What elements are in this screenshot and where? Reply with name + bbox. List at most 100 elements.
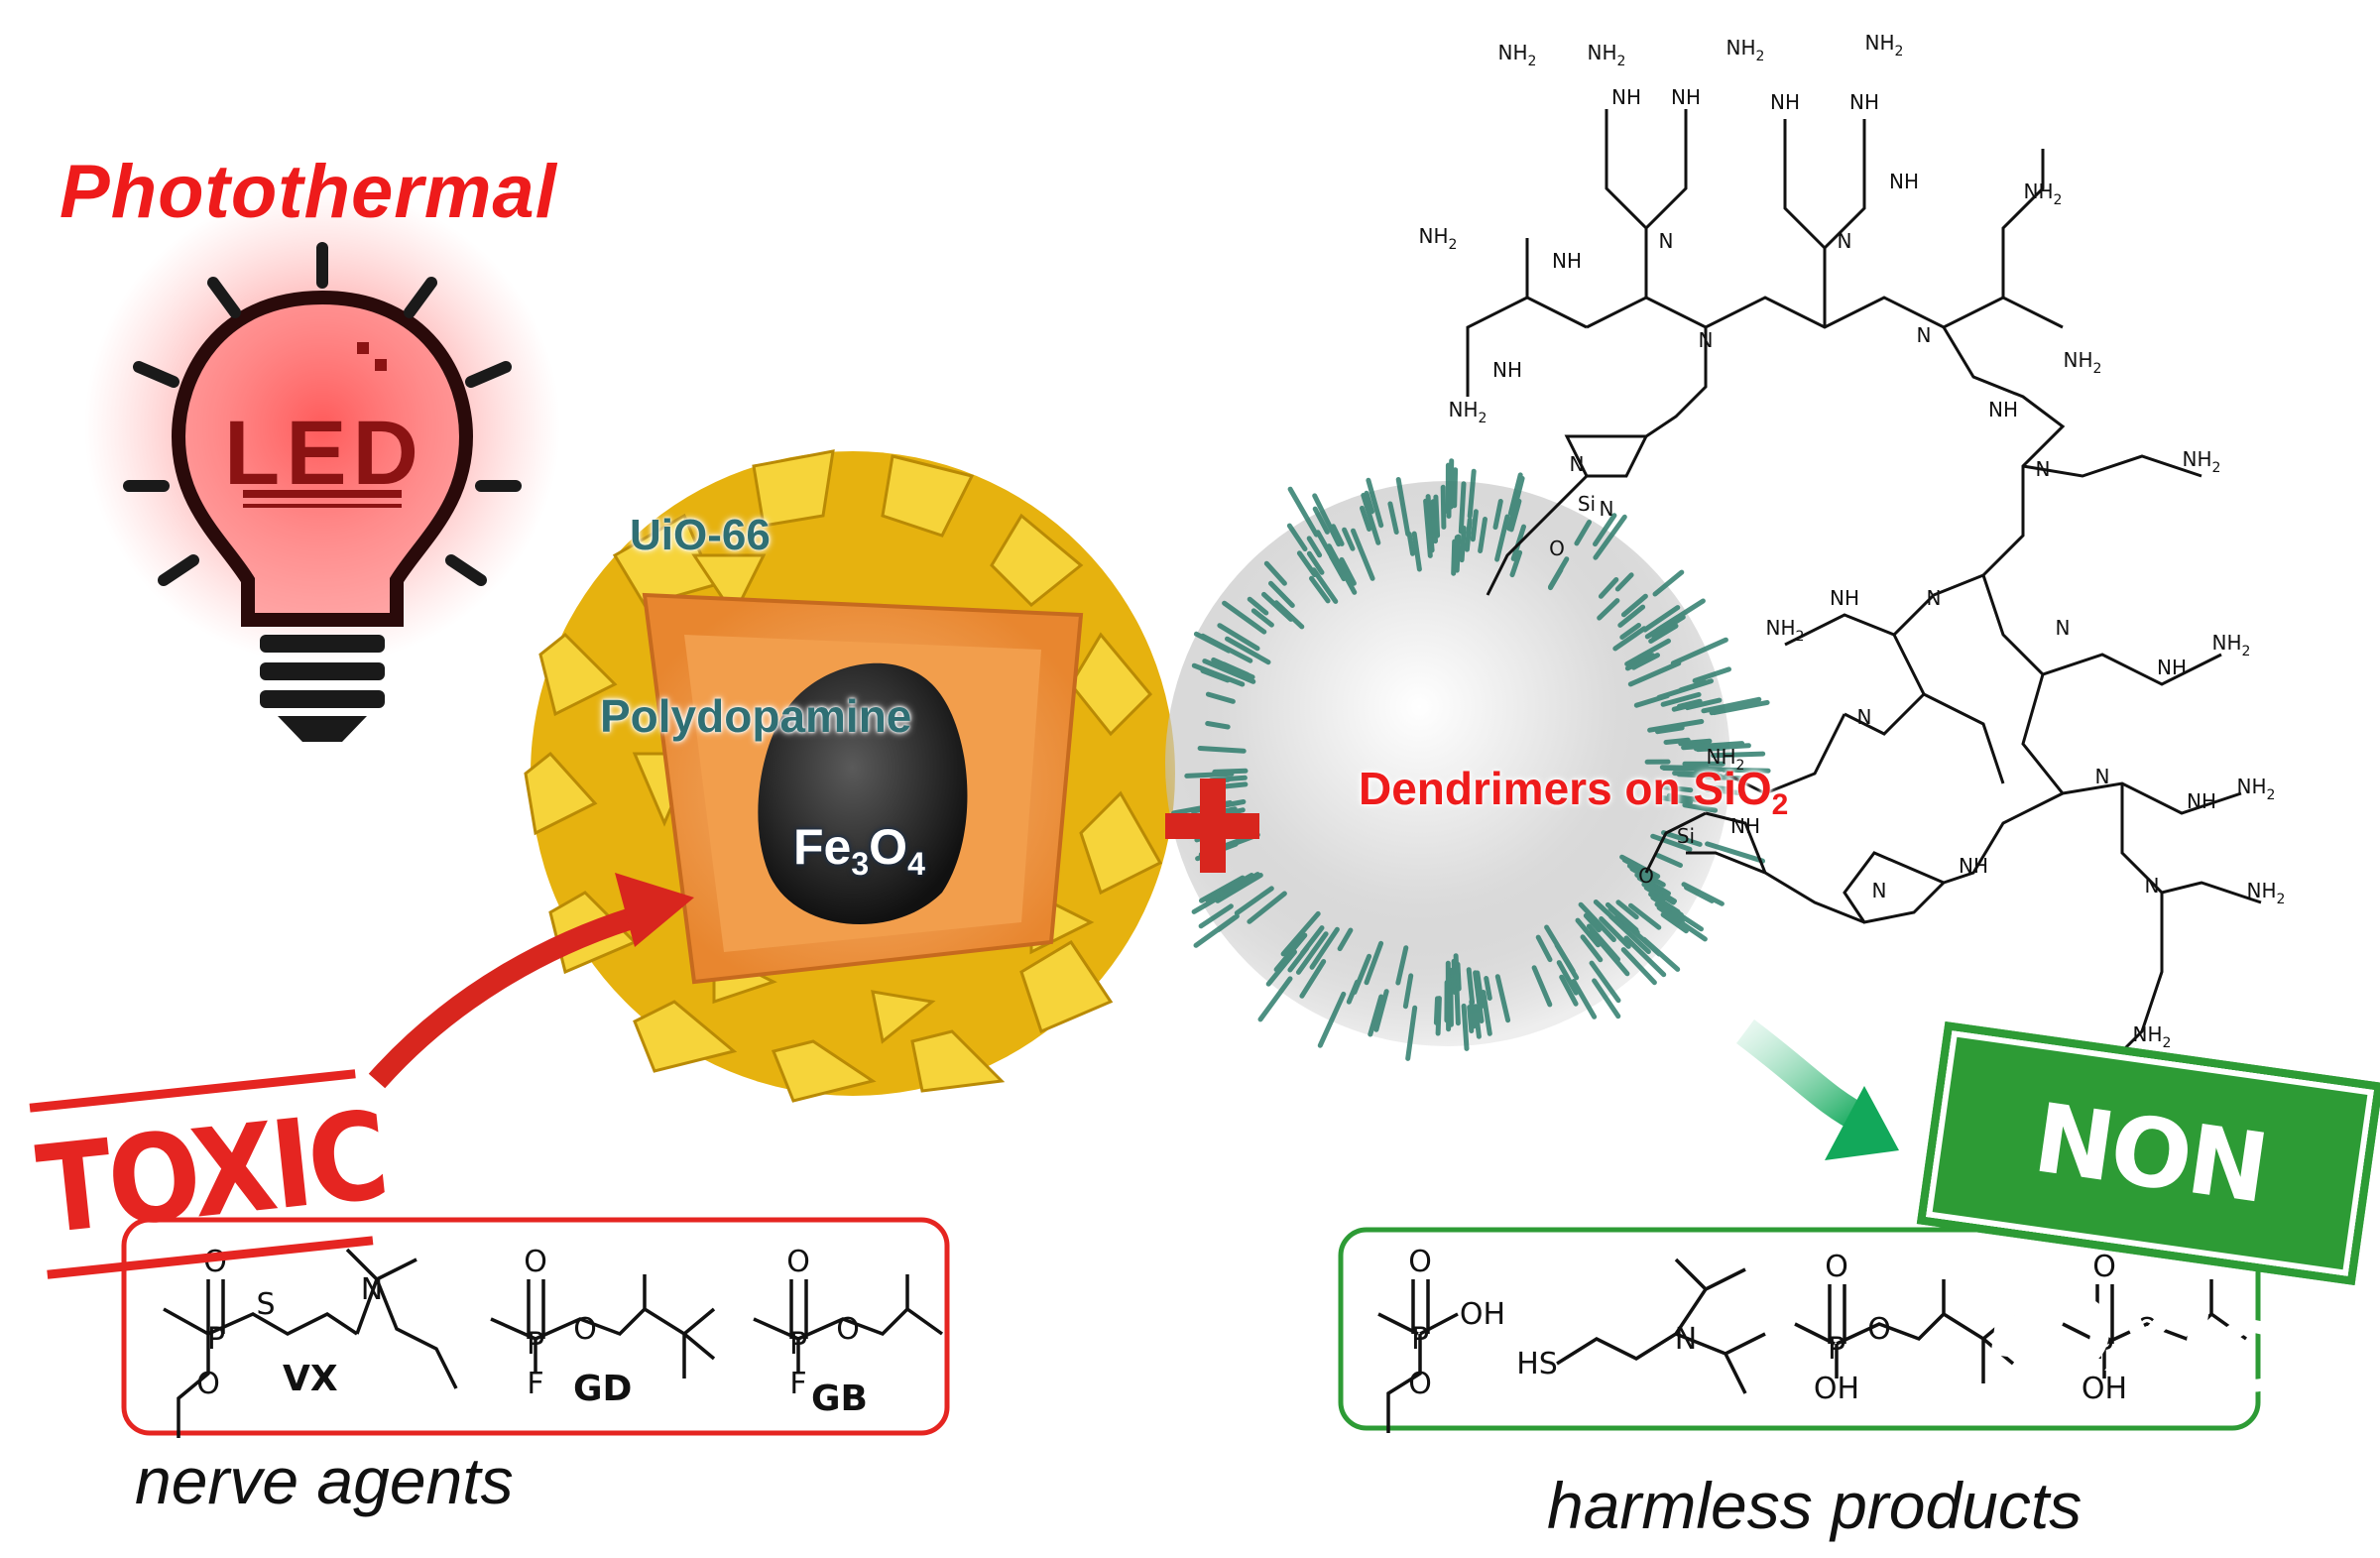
dendrimer-strand	[1620, 593, 1648, 618]
dendrimer-strand	[1473, 1004, 1482, 1039]
dendrimer-strand	[1312, 493, 1342, 547]
dendrimer-strand	[1556, 960, 1579, 996]
gb-structure	[753, 1274, 944, 1374]
dendrimer-strand	[1197, 746, 1247, 754]
dendrimer-strand	[1257, 976, 1293, 1022]
atom-label: O	[786, 1245, 810, 1279]
dendrimer-strand	[1455, 961, 1462, 992]
dendrimer-strand	[1592, 978, 1621, 1019]
dendrimer-strand	[1629, 866, 1657, 884]
dendrimer-strand	[1655, 598, 1706, 633]
dendrimer-strand	[1656, 783, 1694, 793]
dendrimer-strand	[1221, 661, 1250, 677]
dendrimer-strand	[1337, 927, 1354, 952]
dendrimer-strand	[1624, 638, 1671, 666]
atom-label: N	[1659, 229, 1674, 253]
dendrimer-strand	[1681, 741, 1745, 751]
dendrimer-strand	[1448, 458, 1455, 510]
dendrimer-strand	[1222, 600, 1267, 635]
dendrimer-strand	[1484, 976, 1492, 1001]
plus-icon	[1165, 779, 1259, 873]
dendrimer-strand	[1607, 905, 1640, 935]
nerve-agents-box	[121, 1217, 950, 1436]
polydopamine-label: Polydopamine	[600, 690, 912, 742]
dendrimer-strand	[1671, 700, 1703, 712]
atom-label: N	[1570, 452, 1585, 476]
dendrimer-strand	[1217, 623, 1260, 652]
atom-label: N	[1917, 323, 1932, 347]
dendrimer-strand	[1657, 899, 1684, 918]
dendrimer-strand	[1299, 925, 1325, 956]
dendrimer-strand	[1494, 974, 1511, 1023]
dendrimer-strand	[1467, 468, 1477, 519]
dendrimer-strand	[1205, 721, 1231, 730]
atom-label: O	[1867, 1312, 1891, 1347]
dendrimer-strand	[1614, 572, 1634, 592]
atom-label: N	[1600, 497, 1614, 521]
atom-label: NH2	[1726, 36, 1765, 64]
dendrimer-strand	[1597, 598, 1620, 621]
photothermal-title: Photothermal	[60, 150, 557, 234]
atom-label: N	[361, 1272, 383, 1307]
dendrimer-strand	[1633, 693, 1670, 708]
dendrimer-strand	[1306, 550, 1325, 575]
dendrimer-strand	[1642, 605, 1681, 633]
atom-label: O	[524, 1245, 547, 1279]
dendrimer-strand	[1360, 505, 1372, 532]
dendrimer-strand	[1617, 604, 1646, 628]
atom-label: NH	[1889, 170, 1919, 193]
dendrimer-strand	[1509, 549, 1523, 578]
nerve-agents-caption: nerve agents	[135, 1444, 514, 1517]
dendrimer-strand	[1306, 536, 1323, 558]
atom-label: Si	[1677, 824, 1695, 848]
dendrimer-strand	[1339, 556, 1357, 586]
dendrimer-strand	[1583, 912, 1602, 933]
dendrimer-strand	[1287, 486, 1319, 538]
dendrimer-strand	[1621, 857, 1651, 876]
atom-label: O	[836, 1312, 860, 1347]
dendrimer-strand	[1405, 1005, 1418, 1061]
dendrimer-strand	[1464, 517, 1473, 552]
dendrimer-strand	[1191, 662, 1246, 687]
dendrimer-strand	[1433, 996, 1440, 1025]
dendrimer-strand	[1647, 719, 1705, 733]
atom-label: NH	[1671, 85, 1701, 109]
dendrimer-strand	[1695, 745, 1726, 753]
dendrimer-strand	[1711, 751, 1766, 759]
dendrimer-strand	[1661, 766, 1725, 773]
atom-label: NH	[1830, 586, 1859, 610]
atom-label: HS	[1516, 1347, 1558, 1381]
dendrimer-strand	[1692, 666, 1731, 683]
dendrimer-strand	[1656, 904, 1708, 942]
dendrimer-strand	[1628, 902, 1662, 930]
led-label: LED	[224, 403, 424, 504]
dendrimer-strand	[1395, 945, 1409, 986]
dendrimer-strand	[1411, 531, 1422, 572]
dendrimer-strand	[1309, 575, 1331, 604]
dendrimer-strand	[1331, 524, 1345, 546]
dendrimer-strand	[1705, 784, 1731, 792]
dendrimer-strand	[1351, 528, 1375, 581]
dendrimers-on-sio2-label: Dendrimers on SiO2	[1359, 763, 1789, 822]
atom-label: N	[1838, 229, 1852, 253]
atom-label: NH2	[2247, 879, 2286, 907]
dendrimer-strand	[1578, 901, 1616, 942]
atom-label: NH2	[2064, 348, 2102, 377]
dendrimer-strand	[1478, 517, 1488, 553]
atom-label: P	[1411, 1322, 1429, 1357]
dendrimer-strand	[1198, 903, 1234, 929]
dendrimer-strand	[1661, 830, 1703, 847]
dendrimer-strand	[1296, 550, 1318, 577]
dendrimer-strand	[1548, 556, 1570, 590]
atom-label: NH	[1849, 90, 1879, 114]
dendrimer-strand	[1225, 636, 1271, 665]
dendrimer-strand	[1265, 949, 1297, 987]
dendrimer-strand	[1309, 926, 1340, 970]
atom-label: O	[1825, 1250, 1848, 1284]
atom-label: OH	[1460, 1297, 1505, 1332]
uio-66-label: UiO-66	[630, 511, 771, 559]
dendrimer-strand	[1593, 899, 1618, 923]
dendrimer-strand	[1554, 942, 1580, 981]
dendrimer-strand	[1459, 526, 1467, 563]
